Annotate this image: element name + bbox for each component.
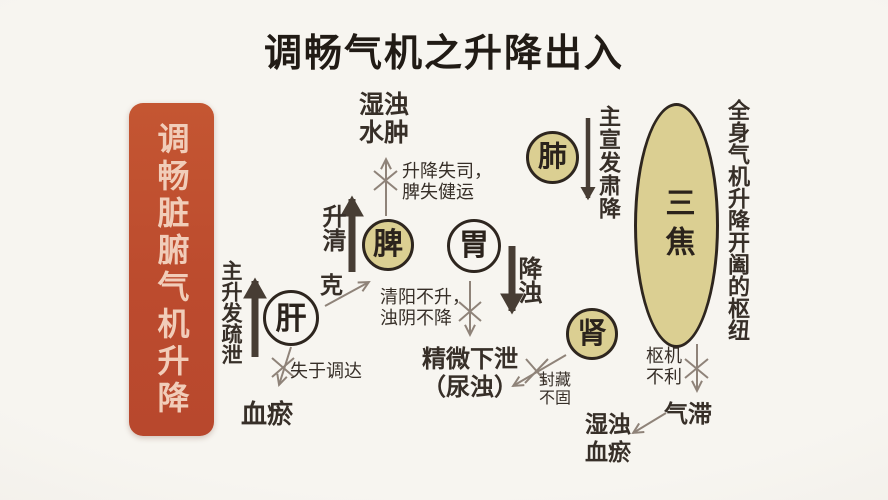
arrow-liver-ke-spleen	[324, 281, 371, 307]
cross-mark-liver	[271, 357, 295, 378]
label-sanjiao-note: 全身气机升降开阖的枢纽	[725, 99, 750, 341]
label-stomach-fail: 清阳不升， 浊阴不降	[380, 287, 470, 329]
organ-sanjiao: 三焦	[634, 103, 719, 348]
label-damp-blood-stasis-line2: 血瘀	[585, 439, 631, 465]
label-stomach-function: 降浊	[514, 256, 540, 304]
label-blood-stasis: 血瘀	[241, 400, 294, 429]
label-pivot-fail: 枢机 不利	[646, 346, 682, 388]
label-damp-edema-line2: 水肿	[358, 120, 409, 147]
label-stomach-fail-line2: 浊阴不降	[380, 308, 452, 329]
label-spleen-fail-line2: 脾失健运	[402, 182, 474, 203]
cross-mark-kidney	[524, 358, 549, 384]
organ-spleen: 脾	[362, 219, 414, 271]
organ-kidney: 肾	[566, 308, 618, 360]
banner: 调畅脏腑气机升降	[129, 103, 214, 436]
label-qi-stagnation: 气滞	[664, 402, 712, 428]
label-kidney-fail-line1: 封藏	[539, 372, 572, 389]
label-essence-leak-line2: （尿浊）	[422, 375, 518, 402]
organ-stomach: 胃	[447, 219, 501, 273]
organ-stomach-label: 胃	[459, 229, 489, 262]
label-ke: 克	[320, 273, 343, 298]
cross-mark-spleen	[373, 170, 398, 191]
label-lung-function: 主宣发肃降	[596, 105, 621, 220]
label-damp-blood-stasis: 湿浊 血瘀	[572, 411, 644, 466]
organ-lung: 肺	[526, 131, 579, 184]
label-kidney-fail-line2: 不固	[539, 390, 572, 408]
label-kidney-fail: 封藏 不固	[539, 372, 571, 409]
arrow-kidney-to-essence-leak	[511, 354, 567, 388]
organ-lung-label: 肺	[537, 141, 567, 173]
label-stomach-fail-line1: 清阳不升，	[380, 287, 470, 307]
label-spleen-fail-line1: 升降失司，	[402, 161, 492, 181]
page-title: 调畅气机之升降出入	[263, 33, 624, 75]
label-damp-edema: 湿浊 水肿	[350, 92, 418, 148]
organ-liver-label: 肝	[275, 300, 307, 336]
label-pivot-fail-line2: 不利	[646, 367, 682, 388]
banner-text: 调畅脏腑气机升降	[153, 121, 190, 418]
arrow-qizhi-to-damp-stasis	[631, 412, 667, 435]
label-spleen-fail: 升降失司， 脾失健运	[402, 161, 492, 203]
label-essence-leak-line1: 精微下泄	[422, 347, 518, 373]
label-pivot-fail-line1: 枢机	[646, 346, 682, 366]
label-spleen-function: 升清	[318, 204, 344, 252]
label-liver-function: 主升发疏泄	[219, 260, 243, 365]
cross-mark-sanjiao	[684, 358, 709, 379]
label-essence-leak: 精微下泄 （尿浊）	[414, 346, 526, 403]
organ-kidney-label: 肾	[577, 317, 607, 350]
organ-liver: 肝	[263, 290, 319, 346]
organ-spleen-label: 脾	[373, 228, 403, 261]
cross-mark-stomach	[458, 301, 482, 322]
label-liver-fail: 失于调达	[290, 361, 362, 381]
label-damp-blood-stasis-line1: 湿浊	[585, 412, 631, 437]
organ-sanjiao-label: 三焦	[660, 186, 694, 265]
label-damp-edema-line1: 湿浊	[358, 92, 409, 119]
